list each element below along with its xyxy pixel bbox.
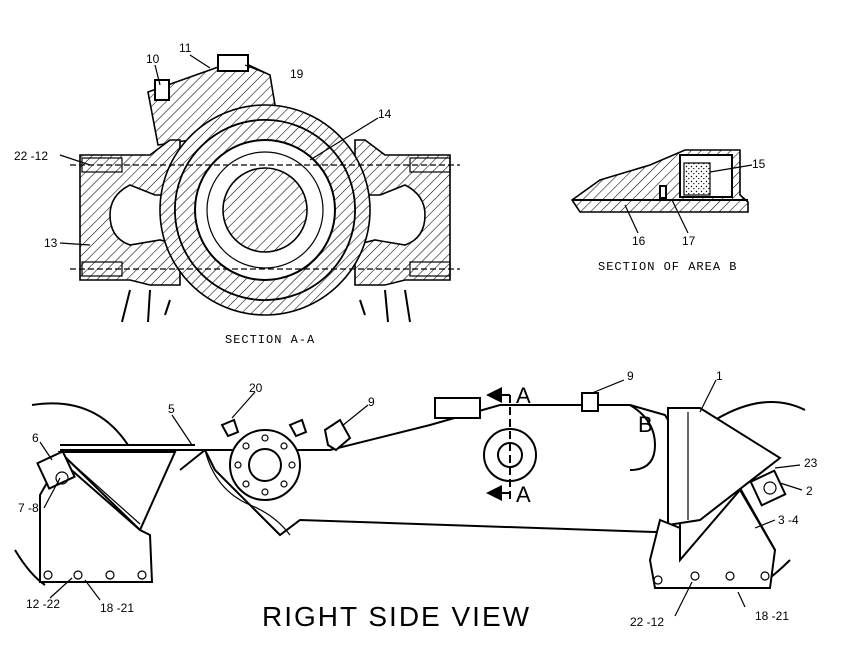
left-bolt-a xyxy=(43,570,53,580)
callout-9-mid: 9 xyxy=(368,395,375,409)
callout-14: 14 xyxy=(378,107,392,121)
area-b-outline xyxy=(629,404,657,471)
side-view-leaders xyxy=(39,379,803,617)
callout-13: 13 xyxy=(44,236,58,250)
callout-5: 5 xyxy=(168,402,175,416)
right-bolt-a xyxy=(653,575,663,585)
beam-edge xyxy=(179,449,206,471)
callout-23: 23 xyxy=(804,456,818,470)
section-mark-a-bottom: A xyxy=(516,482,531,507)
flange-disc xyxy=(229,429,301,501)
left-pad-hole xyxy=(55,471,69,485)
callout-11: 11 xyxy=(179,41,192,55)
fitting-9-right xyxy=(581,392,599,412)
callout-15: 15 xyxy=(752,157,766,171)
right-bolt-d xyxy=(760,571,770,581)
right-bolt-b xyxy=(690,571,700,581)
callout-19: 19 xyxy=(290,67,304,81)
caption-section-area-b: SECTION OF AREA B xyxy=(598,260,737,274)
left-wheel-arc xyxy=(14,402,129,586)
callout-12-22: 12 -22 xyxy=(26,597,60,611)
section-aa-view xyxy=(70,54,460,323)
right-bolt-c xyxy=(725,571,735,581)
section-mark-a-top: A xyxy=(516,383,531,408)
flange-bore xyxy=(248,448,282,482)
callout-10: 10 xyxy=(146,52,160,66)
top-housing-block xyxy=(434,397,481,419)
callout-17: 17 xyxy=(682,234,696,248)
flange-bolt-holes xyxy=(234,434,296,496)
callout-18-21-left: 18 -21 xyxy=(100,601,134,615)
callout-22-12-left: 22 -12 xyxy=(14,149,48,163)
right-pad-hole xyxy=(763,481,777,495)
right-side-view xyxy=(14,387,806,589)
seal-insert-15 xyxy=(683,162,711,196)
callout-6: 6 xyxy=(32,431,39,445)
callout-2: 2 xyxy=(806,484,813,498)
part-17-pin xyxy=(659,185,667,199)
callout-7-8: 7 -8 xyxy=(18,501,39,515)
left-gusset-inner xyxy=(65,457,141,525)
right-brace xyxy=(739,487,776,551)
section-area-b-view xyxy=(570,149,749,213)
break-line xyxy=(204,449,291,536)
fitting-9-mid xyxy=(323,418,352,452)
callout-16: 16 xyxy=(632,234,646,248)
area-b-leaders xyxy=(624,164,753,234)
section-mark-b: B xyxy=(638,412,653,437)
left-bolt-c xyxy=(105,570,115,580)
callout-1: 1 xyxy=(716,369,723,383)
view-title: RIGHT SIDE VIEW xyxy=(262,601,531,632)
part-20-a xyxy=(220,418,240,438)
left-gusset xyxy=(57,451,177,532)
bearing-race xyxy=(206,151,324,269)
callout-20: 20 xyxy=(249,381,263,395)
section-legs xyxy=(121,289,411,323)
left-bolt-b xyxy=(73,570,83,580)
callout-18-21-right: 18 -21 xyxy=(755,609,789,623)
right-pad-2 xyxy=(749,469,787,507)
bolt-11 xyxy=(217,54,249,72)
shaft-section xyxy=(222,167,308,253)
left-bolt-d xyxy=(137,570,147,580)
callout-22-12-bottom: 22 -12 xyxy=(630,615,664,629)
part-20-b xyxy=(288,418,308,438)
caption-section-aa: SECTION A-A xyxy=(225,333,315,347)
section-aa-leaders xyxy=(59,54,379,246)
bolt-10 xyxy=(154,79,170,101)
callout-3-4: 3 -4 xyxy=(778,513,799,527)
callout-9-right: 9 xyxy=(627,369,634,383)
